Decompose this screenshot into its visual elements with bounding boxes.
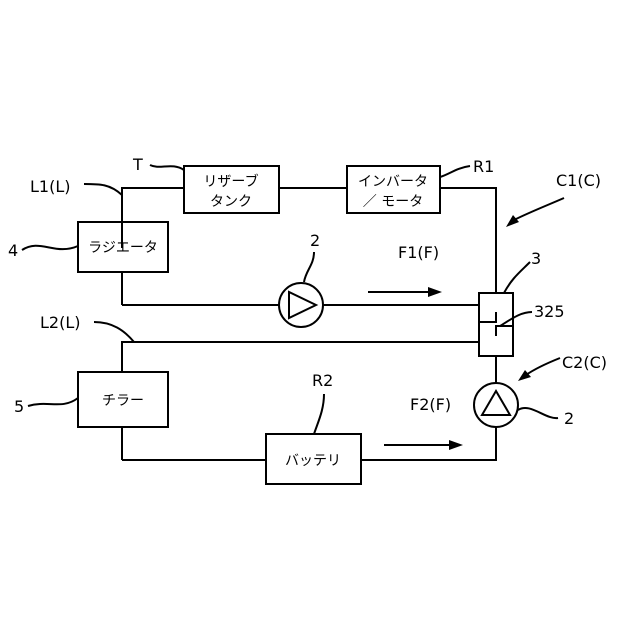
label-pump2: 2 xyxy=(564,409,574,428)
leader-3 xyxy=(504,262,530,293)
label-l1: L1(L) xyxy=(30,177,71,196)
c2-arrow-curve xyxy=(526,358,560,375)
leader-4 xyxy=(22,246,78,250)
valve-internal-lower xyxy=(496,326,513,336)
pump-c2-triangle xyxy=(482,391,510,415)
leader-pump2 xyxy=(518,408,558,418)
c1-arrow-curve xyxy=(514,198,564,220)
c2-arrow-head xyxy=(518,370,531,381)
label-c1: C1(C) xyxy=(556,171,601,190)
label-325: 325 xyxy=(534,302,565,321)
c1-arrow-head xyxy=(506,215,519,227)
label-4: 4 xyxy=(8,241,18,260)
pump-c1-triangle xyxy=(289,292,316,318)
battery-label: バッテリ xyxy=(285,453,341,469)
label-f1: F1(F) xyxy=(398,243,439,262)
radiator-label: ラジエータ xyxy=(88,240,158,256)
label-pump1: 2 xyxy=(310,231,320,250)
leader-pump1 xyxy=(304,252,314,282)
flow-arrow-f1-head xyxy=(428,287,442,297)
chiller-label: チラー xyxy=(102,393,144,409)
circuit-c2-bottom-line-b xyxy=(361,427,496,460)
leader-325 xyxy=(500,312,532,326)
leader-5 xyxy=(28,398,78,406)
circuit-c1-right-line xyxy=(440,188,496,293)
label-f2: F2(F) xyxy=(410,395,451,414)
leader-l2 xyxy=(94,322,134,342)
leader-l1 xyxy=(84,184,122,195)
label-r2: R2 xyxy=(312,371,333,390)
circuit-c2-top-line xyxy=(122,342,479,372)
inverter-label-line2: ／ モータ xyxy=(363,194,423,210)
label-r1: R1 xyxy=(473,157,494,176)
flow-arrow-f2-head xyxy=(449,440,463,450)
reservoir-label-line2: タンク xyxy=(210,194,252,210)
leader-t xyxy=(150,165,184,170)
inverter-label-line1: インバータ xyxy=(358,174,428,190)
reservoir-label-line1: リザーブ xyxy=(203,173,258,190)
label-c2: C2(C) xyxy=(562,353,607,372)
label-3: 3 xyxy=(531,249,541,268)
leader-r1 xyxy=(440,166,470,177)
label-t: T xyxy=(132,155,143,174)
label-5: 5 xyxy=(14,397,24,416)
label-l2: L2(L) xyxy=(40,313,81,332)
valve-box xyxy=(479,293,513,356)
leader-r2 xyxy=(314,394,324,434)
circuit-c1-top-line xyxy=(122,188,184,248)
valve-internal-upper xyxy=(479,312,496,322)
